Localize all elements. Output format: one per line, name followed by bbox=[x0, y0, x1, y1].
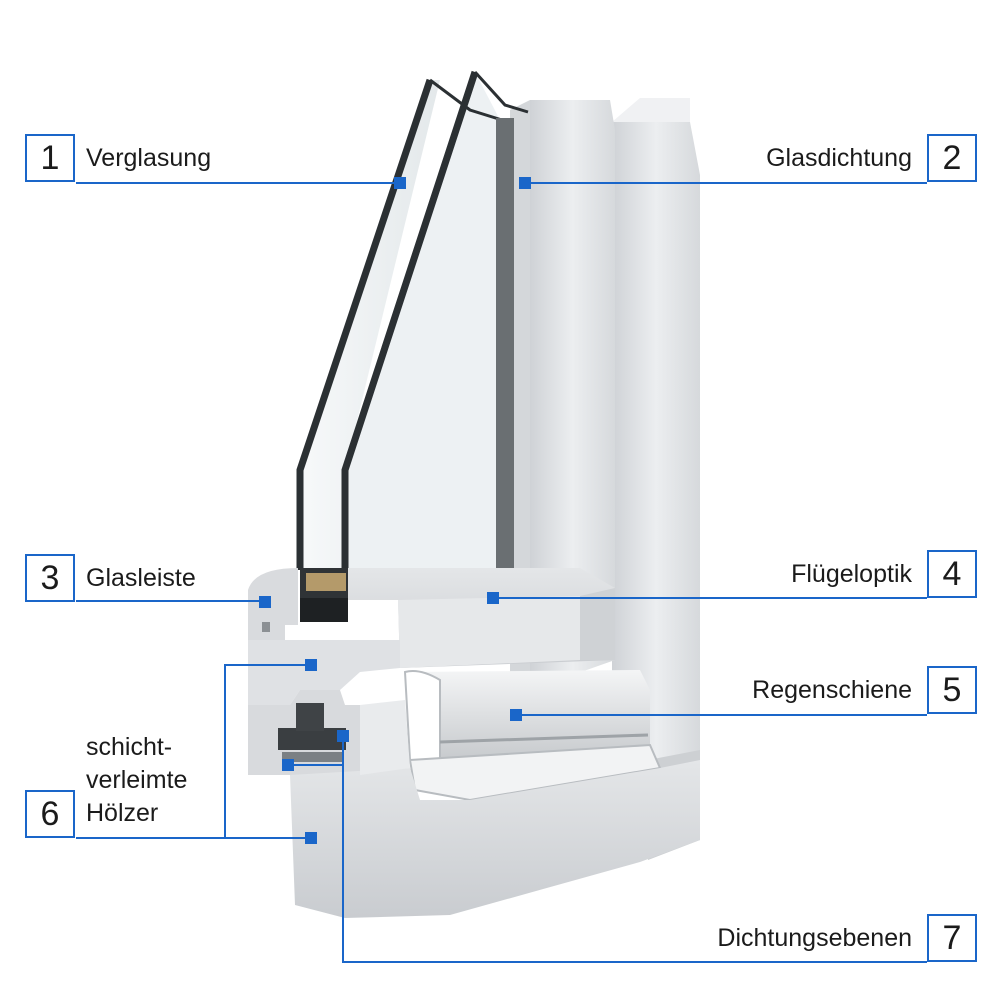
marker-4 bbox=[487, 592, 499, 604]
frame-lower-profile bbox=[248, 690, 700, 918]
marker-7b bbox=[282, 759, 294, 771]
glass-spacer bbox=[300, 568, 352, 622]
callout-number-7: 7 bbox=[927, 914, 977, 962]
callout-markers bbox=[259, 177, 531, 844]
marker-6b bbox=[305, 832, 317, 844]
callout-number-1: 1 bbox=[25, 134, 75, 182]
marker-6a bbox=[305, 659, 317, 671]
label-line: schicht- bbox=[86, 733, 173, 761]
marker-2 bbox=[519, 177, 531, 189]
callout-label-verglasung: Verglasung bbox=[86, 144, 212, 172]
callout-number-4: 4 bbox=[927, 550, 977, 598]
leader-lines bbox=[76, 182, 927, 963]
label-line: Hölzer bbox=[86, 799, 159, 827]
sash-column bbox=[510, 100, 615, 690]
callout-number-2: 2 bbox=[927, 134, 977, 182]
sash-bottom-rail bbox=[248, 568, 615, 705]
callout-label-glasdichtung: Glasdichtung bbox=[766, 144, 912, 172]
callout-number-6: 6 bbox=[25, 790, 75, 838]
callout-label-schichtverleimte-hoelzer: schicht- verleimte Hölzer bbox=[86, 731, 226, 830]
label-line: verleimte bbox=[86, 766, 188, 794]
callout-number-3: 3 bbox=[25, 554, 75, 602]
glazing-panes bbox=[296, 70, 529, 588]
marker-1 bbox=[394, 177, 406, 189]
marker-7a bbox=[337, 730, 349, 742]
callout-label-fluegeloptik: Flügeloptik bbox=[791, 560, 912, 588]
marker-3 bbox=[259, 596, 271, 608]
callout-label-regenschiene: Regenschiene bbox=[752, 676, 912, 704]
glazing-bead bbox=[248, 568, 298, 640]
callout-label-dichtungsebenen: Dichtungsebenen bbox=[717, 924, 912, 952]
marker-5 bbox=[510, 709, 522, 721]
callout-number-5: 5 bbox=[927, 666, 977, 714]
callout-label-glasleiste: Glasleiste bbox=[86, 564, 196, 592]
